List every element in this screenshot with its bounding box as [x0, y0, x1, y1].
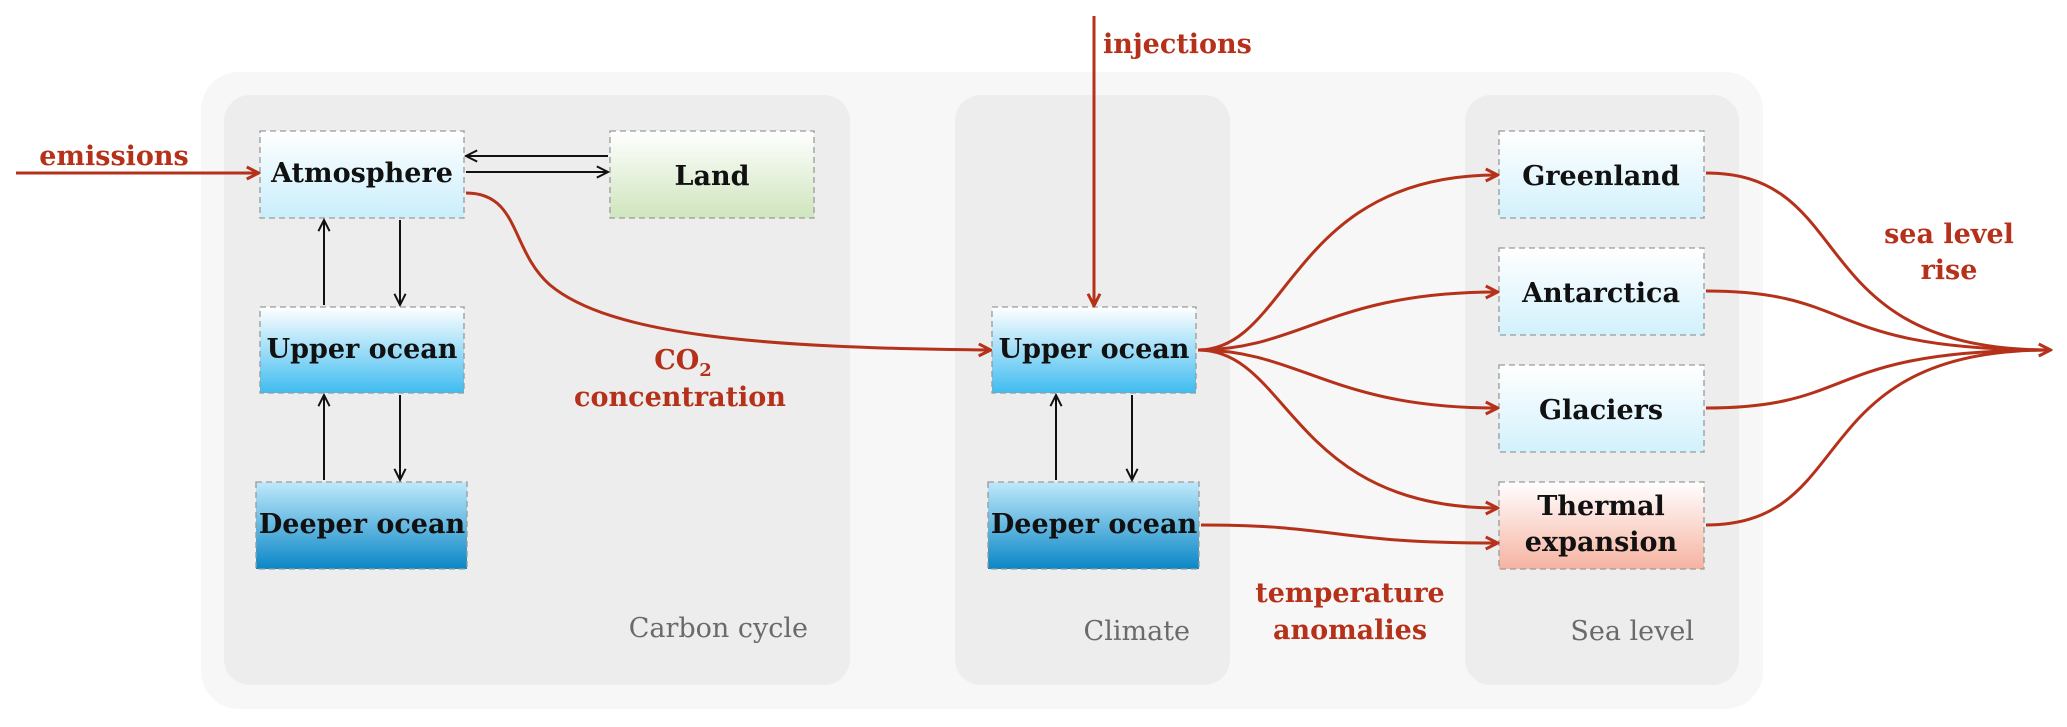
- upper-to-thermal-flow: [1197, 348, 1497, 508]
- deeper-ocean-carbon-label: Deeper ocean: [259, 509, 466, 540]
- deeper-ocean-carbon-node: Deeper ocean: [255, 481, 468, 570]
- concentration-label: concentration: [574, 382, 786, 413]
- upper-to-antarctica-flow: [1197, 292, 1497, 352]
- upper-ocean-carbon-label: Upper ocean: [267, 334, 458, 365]
- co2-concentration-flow-arrow: [465, 191, 990, 350]
- upper-ocean-climate-label: Upper ocean: [999, 334, 1190, 365]
- glaciers-to-sea-level-flow: [1705, 348, 2051, 410]
- co2-label: CO2: [654, 345, 712, 381]
- land-label: Land: [675, 161, 750, 192]
- sea-level-title: Sea level: [1570, 616, 1694, 647]
- land-node: Land: [609, 130, 815, 219]
- temperature-label: temperature: [1255, 578, 1445, 609]
- deeper-ocean-climate-label: Deeper ocean: [991, 509, 1198, 540]
- upper-ocean-carbon-node: Upper ocean: [259, 306, 465, 394]
- thermal-expansion-label-line2: expansion: [1525, 527, 1678, 558]
- atmosphere-label: Atmosphere: [270, 158, 453, 189]
- climate-title: Climate: [1084, 616, 1190, 647]
- glaciers-label: Glaciers: [1539, 395, 1663, 426]
- sea-level-rise-label-line2: rise: [1921, 255, 1978, 286]
- deeper-ocean-climate-node: Deeper ocean: [987, 481, 1200, 570]
- co2-subscript: 2: [699, 360, 712, 381]
- upper-ocean-climate-node: Upper ocean: [991, 306, 1197, 394]
- atmosphere-node: Atmosphere: [259, 130, 465, 219]
- antarctica-to-sea-level-flow: [1705, 289, 2051, 352]
- greenland-node: Greenland: [1498, 130, 1705, 219]
- emissions-label: emissions: [39, 141, 189, 172]
- upper-to-greenland-flow: [1197, 175, 1497, 352]
- greenland-label: Greenland: [1522, 161, 1680, 192]
- thermal-to-sea-level-flow: [1705, 348, 2051, 527]
- injections-label: injections: [1103, 29, 1252, 60]
- greenland-to-sea-level-flow: [1705, 171, 2051, 352]
- antarctica-label: Antarctica: [1521, 278, 1680, 309]
- carbon-cycle-title: Carbon cycle: [629, 613, 808, 644]
- glaciers-node: Glaciers: [1498, 364, 1705, 453]
- co2-base: CO: [654, 345, 699, 376]
- thermal-expansion-node: Thermal expansion: [1498, 481, 1705, 570]
- thermal-expansion-label-line1: Thermal: [1537, 491, 1664, 522]
- anomalies-label: anomalies: [1273, 615, 1427, 646]
- upper-to-glaciers-flow: [1197, 348, 1497, 408]
- sea-level-rise-label-line1: sea level: [1884, 219, 2014, 250]
- antarctica-node: Antarctica: [1498, 247, 1705, 336]
- temperature-anomalies-flow: [1200, 523, 1497, 543]
